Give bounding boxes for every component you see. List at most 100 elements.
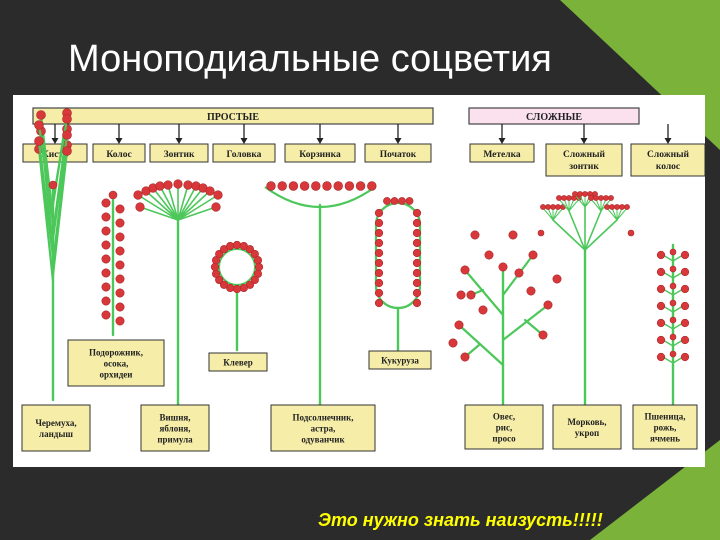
oats-example-label: Овес, — [493, 412, 515, 422]
flower-dot — [540, 204, 546, 210]
flower-dot — [669, 282, 677, 290]
clover-example-label: Клевер — [223, 358, 252, 368]
flower-dot — [537, 229, 545, 237]
flower-dot — [101, 296, 111, 306]
flower-dot — [173, 179, 183, 189]
carrot-example-label: Морковь, — [567, 417, 606, 427]
stem — [177, 190, 211, 221]
flower-dot — [412, 208, 422, 218]
type-compound-umbel-label: зонтик — [569, 162, 599, 172]
flower-dot — [48, 180, 58, 190]
flower-dot — [577, 191, 583, 197]
flower-dot — [550, 204, 556, 210]
cherry-example-label: Черемуха, — [35, 418, 76, 428]
flower-dot — [555, 204, 561, 210]
flower-dot — [588, 195, 594, 201]
flower-dot — [656, 284, 666, 294]
flower-dot — [604, 204, 610, 210]
flower-dot — [210, 262, 220, 272]
flower-dot — [680, 284, 690, 294]
flower-dot — [288, 181, 299, 191]
plantain-example-label: осока, — [104, 359, 129, 369]
sunflower-example-label: астра, — [311, 424, 336, 434]
stem — [590, 198, 602, 212]
flower-dot — [669, 248, 677, 256]
stem — [616, 207, 628, 221]
flower-dot — [245, 245, 255, 254]
simple-header-bar — [32, 107, 434, 125]
cherrytree-example-box — [140, 404, 210, 452]
stem — [159, 185, 179, 221]
stem — [574, 194, 586, 208]
cherry-example-box — [21, 404, 91, 452]
flower-dot — [211, 269, 221, 278]
flower-dot — [232, 240, 242, 250]
flower-dot — [614, 204, 620, 210]
flower-dot — [405, 197, 414, 205]
stem — [145, 190, 179, 221]
flower-dot — [62, 146, 72, 156]
arrow-head — [175, 138, 183, 144]
stem — [595, 198, 602, 212]
carrot-example-box — [552, 404, 622, 450]
cherry-example-label: ландыш — [39, 429, 73, 439]
type-compound-umbel-box — [545, 143, 623, 177]
stem — [552, 207, 559, 221]
flower-dot — [470, 230, 480, 240]
flower-dot — [460, 265, 470, 275]
type-spike-box — [92, 143, 146, 163]
flower-dot — [374, 238, 384, 248]
stem — [177, 184, 189, 221]
flower-dot — [115, 302, 125, 312]
flower-dot — [311, 181, 321, 191]
stem — [177, 194, 219, 221]
flower-dot — [277, 181, 287, 191]
flower-dot — [656, 267, 666, 277]
stem — [606, 207, 618, 221]
flower-dot — [101, 282, 111, 292]
header-arrows — [51, 124, 672, 144]
flower-dot — [680, 301, 690, 311]
flower-dot — [598, 195, 604, 201]
stem — [463, 268, 505, 317]
type-anthodium-box — [284, 143, 356, 163]
flower-dot — [133, 190, 143, 200]
flower-dot — [374, 288, 384, 298]
flower-dot — [412, 298, 422, 308]
flower-dot — [412, 228, 422, 238]
flower-dot — [514, 268, 524, 278]
flower-dot — [619, 204, 625, 210]
oats-example-label: рис, — [496, 423, 512, 433]
flower-dot — [115, 316, 125, 326]
cherrytree-example-label: яблоня, — [160, 424, 191, 434]
arrow-head — [115, 138, 123, 144]
flower-dot — [115, 232, 125, 242]
flower-dot — [322, 181, 332, 191]
clover-example-box — [208, 352, 268, 372]
flower-dot — [62, 114, 72, 124]
corn-example-label: Кукуруза — [381, 356, 419, 366]
plantain-example-label: Подорожник, — [89, 348, 143, 358]
flower-dot — [36, 110, 46, 120]
flower-dot — [215, 249, 224, 259]
flower-dot — [374, 278, 384, 288]
wheat-example-label: рожь, — [654, 423, 677, 433]
carrot-example-label: укроп — [575, 428, 599, 438]
flower-dot — [412, 218, 422, 228]
stem — [501, 303, 550, 342]
slide-title: Моноподиальные соцветия — [68, 38, 552, 80]
arrow-head — [394, 138, 402, 144]
basket-receptacle — [264, 186, 376, 209]
wheat-example-label: ячмень — [650, 434, 680, 444]
type-umbel-label: Зонтик — [164, 150, 195, 160]
complex-header-bar — [468, 107, 640, 125]
flower-dot — [656, 352, 666, 362]
flower-dot — [466, 290, 476, 300]
stem — [552, 219, 586, 251]
type-compound-spike-box — [630, 143, 705, 177]
arrow-head — [580, 138, 588, 144]
arrow-head — [51, 138, 59, 144]
flower-dot — [656, 335, 666, 345]
complex-header-label: СЛОЖНЫЕ — [526, 112, 582, 123]
